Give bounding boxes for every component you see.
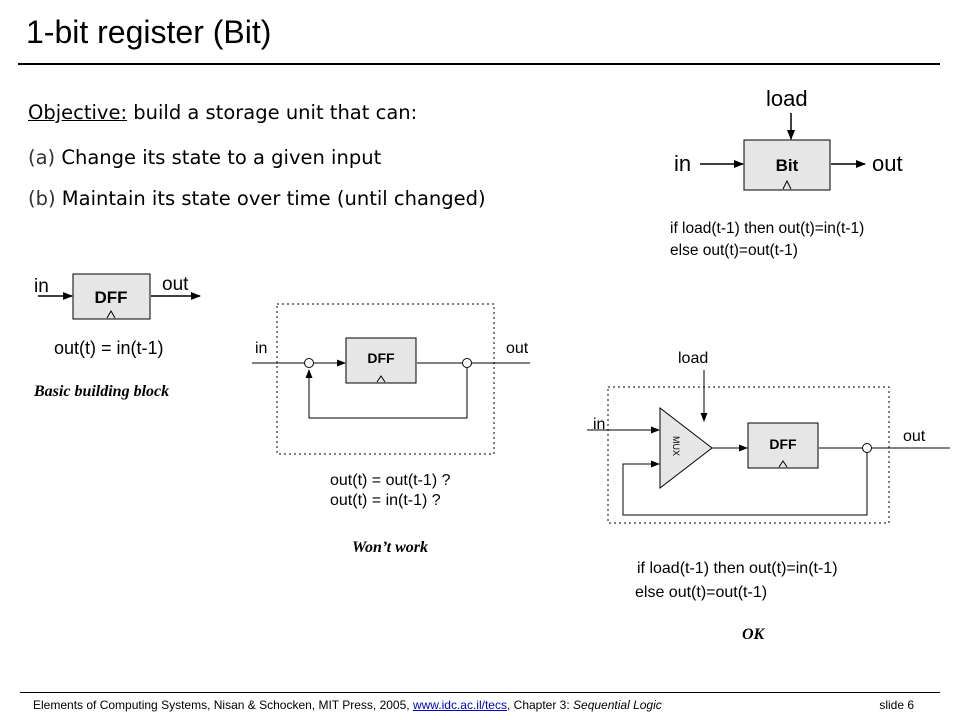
ok-out-label: out: [903, 428, 926, 445]
slide-number: slide 6: [879, 698, 914, 712]
ok-rule-1: if load(t-1) then out(t)=in(t-1): [637, 560, 838, 577]
dff-clock-symbol: [106, 309, 116, 319]
ok-rule-2: else out(t)=out(t-1): [635, 584, 767, 601]
objective-line: Objective: build a storage unit that can…: [28, 101, 417, 124]
dff-caption: Basic building block: [34, 383, 170, 400]
bit-out-label: out: [872, 151, 903, 176]
footer-chapter: Sequential Logic: [573, 698, 662, 712]
bit-clock-symbol: [782, 179, 792, 190]
dff-equation: out(t) = in(t-1): [54, 338, 164, 358]
wont-in-label: in: [255, 340, 267, 357]
dff-out-label: out: [162, 274, 189, 295]
objective-item-text: Change its state to a given input: [61, 146, 382, 169]
objective-item-text: Maintain its state over time (until chan…: [61, 187, 486, 210]
wont-dff-name: DFF: [367, 350, 395, 366]
bit-rule-2: else out(t)=out(t-1): [670, 242, 798, 259]
wont-eq-1: out(t) = out(t-1) ?: [330, 472, 451, 489]
wont-eq-2: out(t) = in(t-1) ?: [330, 492, 441, 509]
ok-clock-symbol: [778, 460, 788, 468]
ok-load-label: load: [678, 350, 708, 367]
footer: Elements of Computing Systems, Nisan & S…: [33, 698, 662, 712]
ok-dff-name: DFF: [769, 436, 797, 452]
bit-rule-1: if load(t-1) then out(t)=in(t-1): [670, 220, 864, 237]
wont-work-caption: Won’t work: [352, 539, 429, 556]
dff-diagram: in DFF out out(t) = in(t-1): [34, 273, 201, 358]
ok-in-label: in: [593, 416, 605, 433]
bit-chip-name: Bit: [776, 156, 799, 175]
wont-junction-in: [304, 358, 314, 368]
bit-chip-box: [743, 139, 831, 191]
objective-item-tag: (a): [28, 146, 56, 169]
ok-mux-label: MUX: [671, 436, 681, 456]
bit-in-label: in: [674, 151, 691, 176]
footer-divider: [20, 692, 940, 693]
wont-feedback-wire: [305, 368, 468, 419]
wont-work-diagram: in out DFF out(t) = out(t-1) ? out(t) = …: [252, 303, 530, 509]
wont-work-boundary: [276, 303, 495, 455]
objective-item-b: (b) Maintain its state over time (until …: [28, 187, 486, 210]
ok-diagram: load in MUX DFF out if load(t-1) then ou…: [587, 350, 950, 601]
objective-label: Objective:: [28, 101, 128, 124]
footer-prefix: Elements of Computing Systems, Nisan & S…: [33, 698, 410, 712]
wont-out-label: out: [506, 340, 529, 357]
footer-separator: , Chapter 3:: [506, 698, 570, 712]
slide-title: 1-bit register (Bit): [26, 14, 272, 50]
bit-load-label: load: [766, 86, 808, 111]
wont-junction-out: [462, 358, 472, 368]
ok-boundary: [607, 386, 890, 524]
title-divider: [18, 63, 940, 65]
dff-in-label: in: [34, 276, 49, 297]
ok-feedback-wire: [622, 453, 868, 516]
ok-mux: [659, 406, 713, 490]
bit-chip-diagram: load Bit in out if load(t-1) then out(t)…: [670, 86, 903, 259]
wont-clock-symbol: [376, 375, 386, 383]
ok-junction-out: [862, 443, 872, 453]
ok-caption: OK: [742, 626, 765, 643]
footer-link[interactable]: www.idc.ac.il/tecs: [412, 698, 507, 712]
objective-text: build a storage unit that can:: [133, 101, 418, 124]
objective-item-a: (a) Change its state to a given input: [28, 146, 381, 169]
dff-name: DFF: [94, 288, 127, 307]
objective-item-tag: (b): [28, 187, 56, 210]
